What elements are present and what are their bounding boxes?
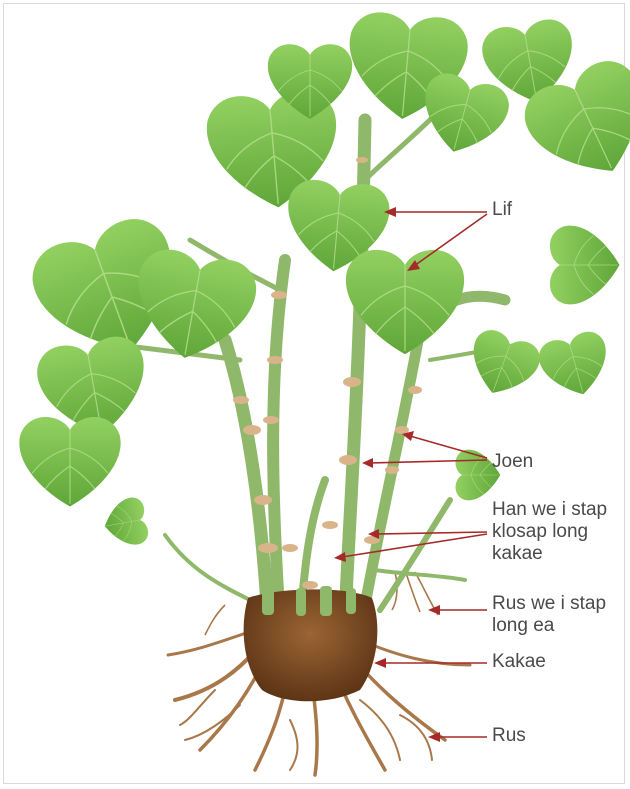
label-shoot: Han we i stap klosap long kakae: [492, 499, 607, 565]
leaves: [19, 10, 630, 550]
label-stump: Kakae: [492, 651, 546, 673]
label-leaf: Lif: [492, 199, 512, 221]
label-node: Joen: [492, 451, 533, 473]
label-root: Rus: [492, 725, 526, 747]
label-aerial-root: Rus we i stap long ea: [492, 593, 606, 637]
